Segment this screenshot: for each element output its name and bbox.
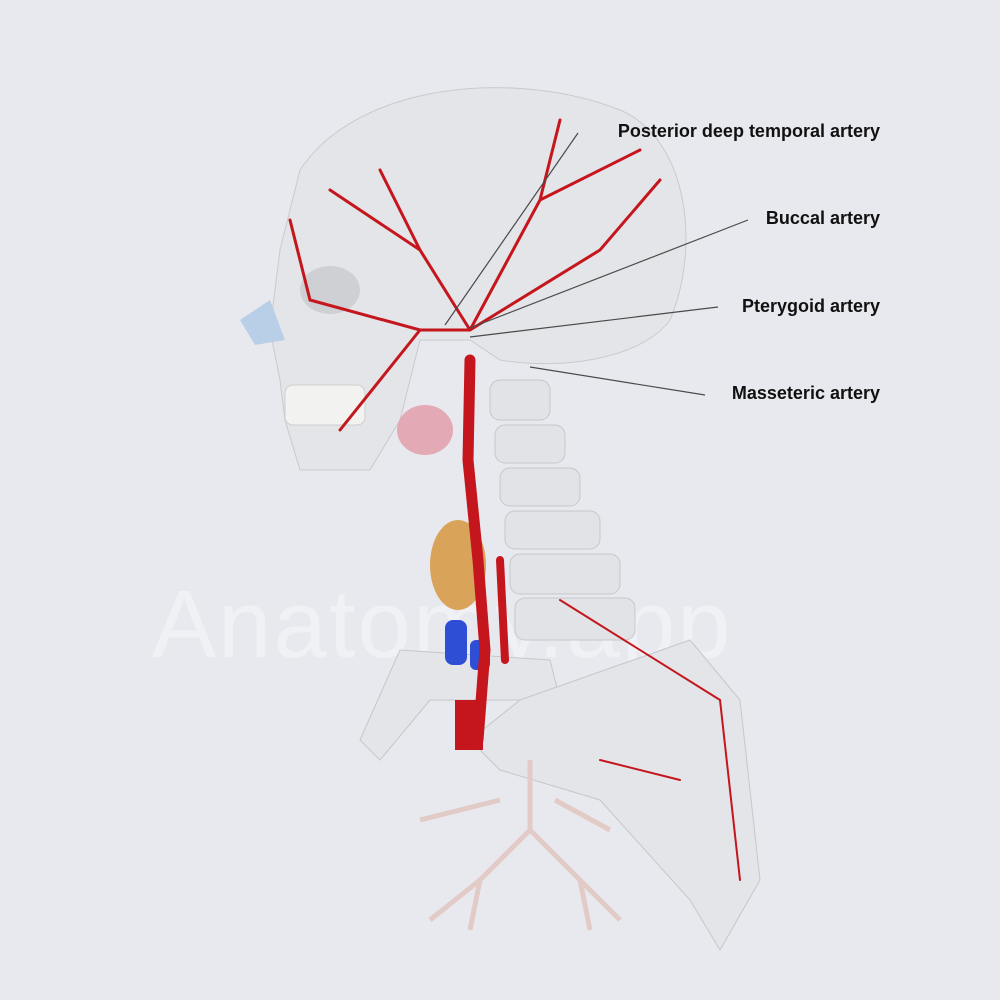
leader-line-posterior-deep-temporal (444, 132, 579, 326)
clavicle-scapula (359, 639, 761, 951)
bronchial-tree (419, 760, 622, 931)
nasal-cartilage (240, 300, 285, 345)
label-masseteric-artery: Masseteric artery (731, 383, 880, 403)
tongue (397, 405, 453, 455)
teeth (284, 384, 366, 426)
cervical-spine (489, 379, 636, 641)
arteries (288, 118, 741, 881)
leader-line-buccal (469, 219, 749, 329)
leader-line-pterygoid (469, 306, 719, 338)
skull (240, 87, 687, 471)
leader-line-masseteric (529, 366, 706, 396)
leader-lines (444, 132, 749, 396)
label-posterior-deep-temporal-artery: Posterior deep temporal artery (617, 121, 880, 141)
label-pterygoid-artery: Pterygoid artery (741, 296, 880, 316)
label-buccal-artery: Buccal artery (765, 208, 880, 228)
aortic-arch (455, 700, 483, 750)
